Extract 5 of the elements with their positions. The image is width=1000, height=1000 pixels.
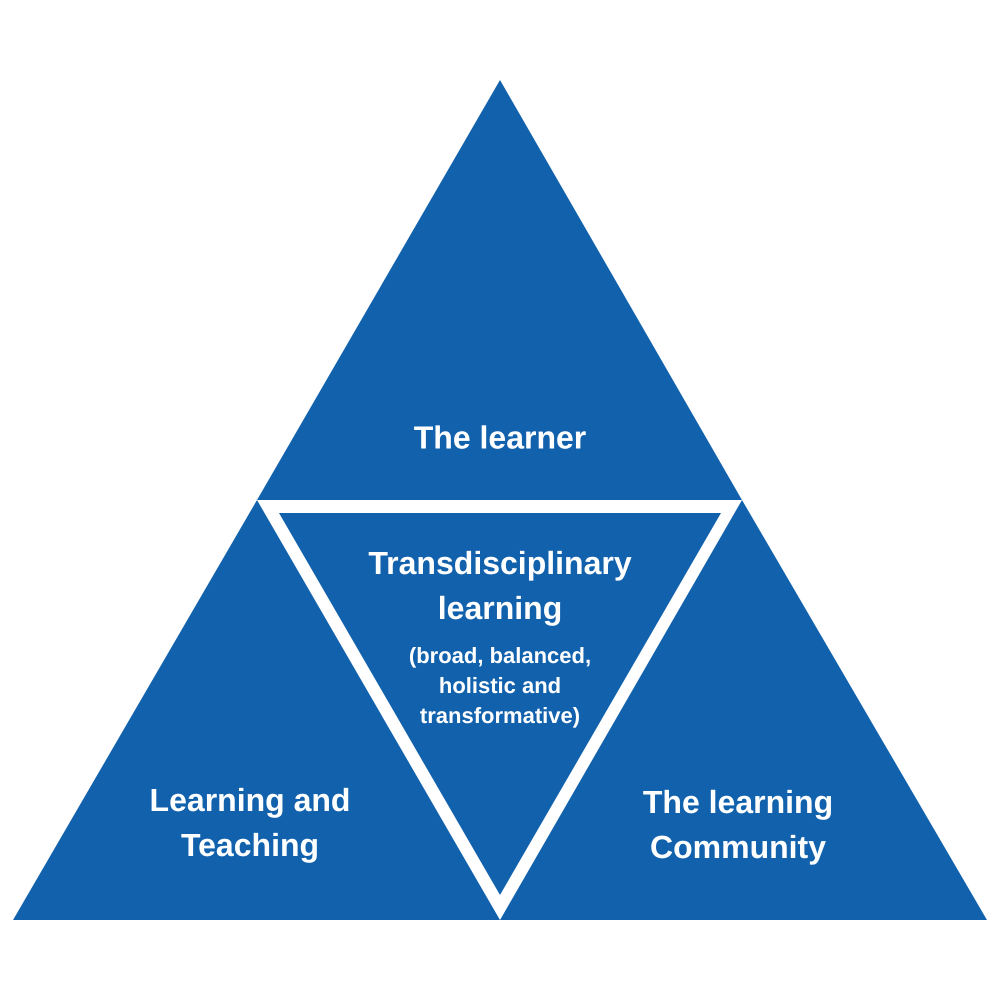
panel-title: The learner <box>414 418 586 458</box>
panel-title: The learning Community <box>642 783 834 867</box>
panel-title: Transdisciplinary learning <box>367 544 633 628</box>
panel-title: Learning and Teaching <box>148 781 352 865</box>
panel-subtitle: (broad, balanced, holistic and transformative) <box>408 642 592 730</box>
